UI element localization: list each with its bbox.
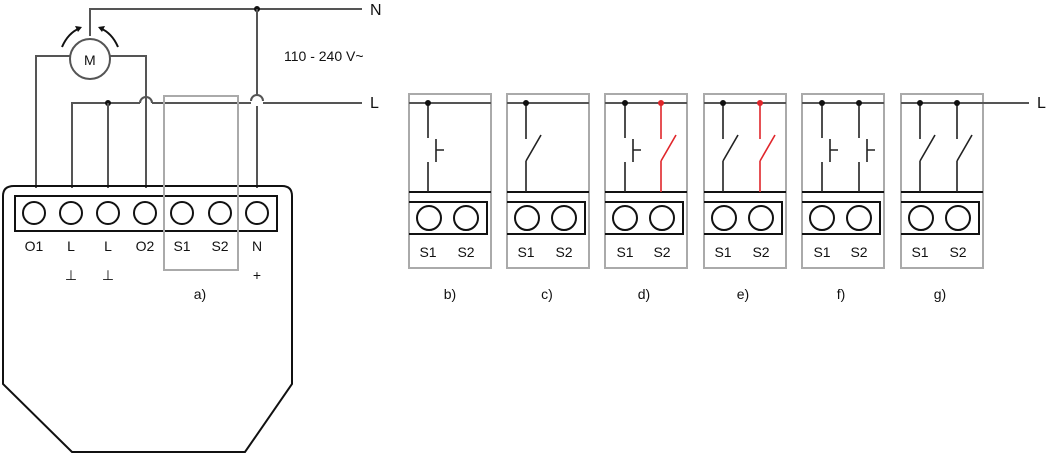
svg-text:S2: S2 (211, 238, 228, 254)
live-line (71, 96, 362, 188)
variant-f (801, 93, 885, 269)
svg-text:S2: S2 (850, 244, 867, 260)
svg-text:O2: O2 (136, 238, 155, 254)
svg-text:S1: S1 (813, 244, 830, 260)
terminal-block (14, 195, 278, 232)
svg-text:⊥: ⊥ (102, 267, 114, 283)
terminal-labels: O1 L L O2 S1 S2 N ⊥ ⊥ + a) (25, 238, 262, 302)
svg-text:S2: S2 (653, 244, 670, 260)
svg-text:g): g) (934, 286, 946, 302)
motor-icon: M (35, 26, 147, 188)
variant-e (703, 93, 787, 269)
svg-text:S1: S1 (714, 244, 731, 260)
device-body (1, 185, 293, 453)
svg-text:d): d) (638, 286, 650, 302)
variant-b (408, 93, 492, 269)
svg-text:S2: S2 (555, 244, 572, 260)
voltage-label: 110 - 240 V~ (284, 48, 364, 64)
live-label: L (370, 95, 379, 112)
svg-text:L: L (104, 238, 112, 254)
variant-labels: S1 S2 S1 S2 S1 S2 S1 S2 S1 S2 S1 S2 b) c) d) e… (419, 244, 966, 302)
svg-text:e): e) (737, 286, 749, 302)
neutral-label: N (370, 2, 382, 19)
variant-c (506, 93, 590, 269)
svg-text:S1: S1 (517, 244, 534, 260)
svg-text:S1: S1 (173, 238, 190, 254)
svg-text:O1: O1 (25, 238, 44, 254)
right-live-label: L (1037, 95, 1046, 112)
svg-text:S2: S2 (949, 244, 966, 260)
switch-input-highlight-frame (163, 95, 239, 271)
svg-text:N: N (252, 238, 262, 254)
svg-text:L: L (67, 238, 75, 254)
svg-text:c): c) (541, 286, 553, 302)
svg-text:⊥: ⊥ (65, 267, 77, 283)
motor-label: M (84, 52, 96, 68)
svg-text:S1: S1 (911, 244, 928, 260)
variant-g (900, 93, 1029, 269)
svg-text:f): f) (837, 286, 846, 302)
svg-text:S1: S1 (419, 244, 436, 260)
variant-d (604, 93, 688, 269)
svg-text:S2: S2 (752, 244, 769, 260)
svg-text:S2: S2 (457, 244, 474, 260)
terminal-holes (22, 201, 269, 225)
svg-text:+: + (253, 267, 261, 283)
svg-text:b): b) (444, 286, 456, 302)
svg-text:S1: S1 (616, 244, 633, 260)
caption-a: a) (194, 286, 206, 302)
neutral-line (89, 6, 362, 188)
